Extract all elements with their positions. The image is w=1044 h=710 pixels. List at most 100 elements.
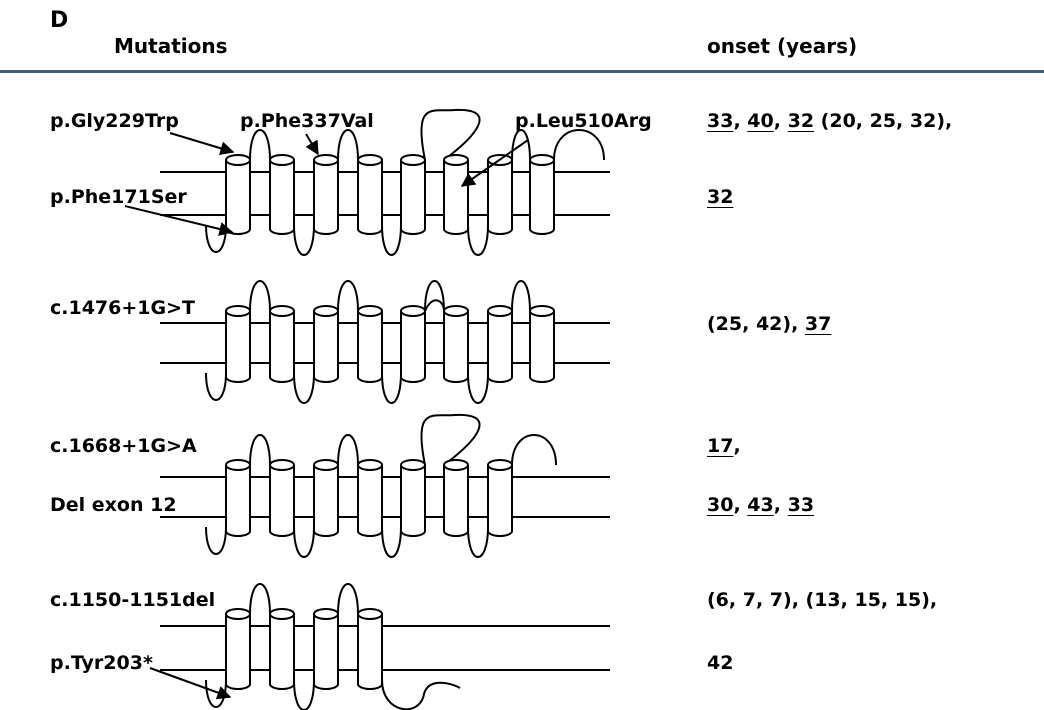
helix-body bbox=[400, 160, 426, 235]
onset-values: 33, 40, 32 (20, 25, 32), bbox=[707, 110, 952, 132]
helix-body bbox=[529, 311, 555, 383]
helix-top bbox=[400, 305, 426, 317]
onset-text: , bbox=[733, 494, 748, 516]
mutation-arrow bbox=[124, 205, 234, 236]
intracellular-loop bbox=[205, 526, 227, 555]
extracellular-loop bbox=[249, 583, 271, 615]
intracellular-loop bbox=[467, 372, 489, 404]
helix-top bbox=[225, 608, 251, 620]
helix-top bbox=[313, 305, 339, 317]
helix-body bbox=[357, 311, 383, 383]
onset-values: 17, bbox=[707, 435, 741, 457]
helix-top bbox=[225, 459, 251, 471]
helix-top bbox=[487, 305, 513, 317]
onset-values: 32 bbox=[707, 186, 733, 208]
helix-body bbox=[443, 465, 469, 537]
intracellular-loop bbox=[293, 526, 315, 558]
helix-top bbox=[225, 154, 251, 166]
extracellular-loop bbox=[337, 129, 359, 161]
helix-top bbox=[357, 154, 383, 166]
mutation-label-leu510arg: p.Leu510Arg bbox=[515, 110, 652, 132]
helix-top bbox=[269, 459, 295, 471]
mutation-label-tyr203: p.Tyr203* bbox=[50, 652, 153, 674]
helix-body bbox=[225, 465, 251, 537]
intracellular-loop bbox=[293, 679, 315, 710]
helix-top bbox=[400, 154, 426, 166]
mutation-arrow bbox=[305, 133, 319, 156]
onset-value-underlined: 32 bbox=[787, 110, 815, 132]
onset-text: , bbox=[773, 494, 788, 516]
onset-values: (25, 42), 37 bbox=[707, 313, 831, 335]
mutation-arrow bbox=[149, 667, 232, 700]
onset-value-underlined: 43 bbox=[747, 494, 774, 516]
extracellular-loop bbox=[337, 280, 359, 312]
mutation-label-phe171ser: p.Phe171Ser bbox=[50, 186, 187, 208]
extracellular-loop bbox=[511, 129, 531, 161]
onset-text: , bbox=[733, 110, 748, 132]
intracellular-loop bbox=[467, 526, 489, 558]
helix-top bbox=[487, 459, 513, 471]
intracellular-loop bbox=[293, 224, 315, 256]
helix-top bbox=[443, 305, 469, 317]
header-divider bbox=[0, 70, 1044, 73]
mutation-label-c1150: c.1150-1151del bbox=[50, 589, 216, 611]
helix-top bbox=[357, 305, 383, 317]
mutations-column-header: Mutations bbox=[114, 34, 228, 58]
intracellular-loop bbox=[381, 224, 402, 256]
helix-body bbox=[225, 614, 251, 690]
helix-body bbox=[269, 465, 295, 537]
mutation-label-c1668: c.1668+1G>A bbox=[50, 435, 197, 457]
onset-values: 42 bbox=[707, 652, 733, 674]
helix-top bbox=[269, 608, 295, 620]
extracellular-loop-large bbox=[420, 108, 481, 161]
onset-value-underlined: 32 bbox=[707, 186, 734, 208]
extracellular-loop bbox=[511, 434, 557, 466]
extracellular-loop bbox=[337, 583, 359, 615]
onset-value-underlined: 30 bbox=[707, 494, 734, 516]
intracellular-loop bbox=[293, 372, 315, 404]
helix-body bbox=[225, 311, 251, 383]
extracellular-loop bbox=[424, 280, 445, 312]
extracellular-loop bbox=[553, 129, 605, 161]
helix-body bbox=[269, 311, 295, 383]
helix-body bbox=[487, 311, 513, 383]
helix-body bbox=[357, 465, 383, 537]
helix-body bbox=[269, 160, 295, 235]
onset-value-underlined: 40 bbox=[747, 110, 774, 132]
extracellular-loop bbox=[249, 280, 271, 312]
helix-body bbox=[313, 465, 339, 537]
onset-value-underlined: 33 bbox=[787, 494, 815, 516]
mutation-label-del-exon-12: Del exon 12 bbox=[50, 494, 177, 516]
onset-values: 30, 43, 33 bbox=[707, 494, 814, 516]
extracellular-loop bbox=[249, 434, 271, 466]
helix-top bbox=[529, 305, 555, 317]
helix-top bbox=[313, 459, 339, 471]
extracellular-loop bbox=[511, 280, 531, 312]
helix-body bbox=[225, 160, 251, 235]
helix-body bbox=[400, 311, 426, 383]
helix-body bbox=[487, 465, 513, 537]
onset-values: (6, 7, 7), (13, 15, 15), bbox=[707, 589, 937, 611]
onset-value-underlined: 33 bbox=[707, 110, 734, 132]
helix-top bbox=[357, 608, 383, 620]
onset-text: (6, 7, 7), (13, 15, 15), bbox=[707, 589, 938, 611]
helix-body bbox=[443, 160, 469, 235]
helix-top bbox=[313, 154, 339, 166]
helix-body bbox=[529, 160, 555, 235]
helix-top bbox=[443, 459, 469, 471]
mutation-label-c1476: c.1476+1G>T bbox=[50, 297, 195, 319]
mutation-label-phe337val: p.Phe337Val bbox=[240, 110, 374, 132]
intracellular-loop bbox=[467, 224, 489, 256]
helix-body bbox=[313, 311, 339, 383]
mutation-label-gly229trp: p.Gly229Trp bbox=[50, 110, 179, 132]
helix-body bbox=[357, 160, 383, 235]
onset-text: , bbox=[773, 110, 788, 132]
extracellular-loop bbox=[249, 129, 271, 161]
intracellular-loop bbox=[381, 526, 402, 558]
mutation-arrow bbox=[460, 139, 529, 187]
helix-top bbox=[357, 459, 383, 471]
helix-body bbox=[443, 311, 469, 383]
helix-top bbox=[443, 154, 469, 166]
onset-text: (25, 42), bbox=[707, 313, 805, 335]
